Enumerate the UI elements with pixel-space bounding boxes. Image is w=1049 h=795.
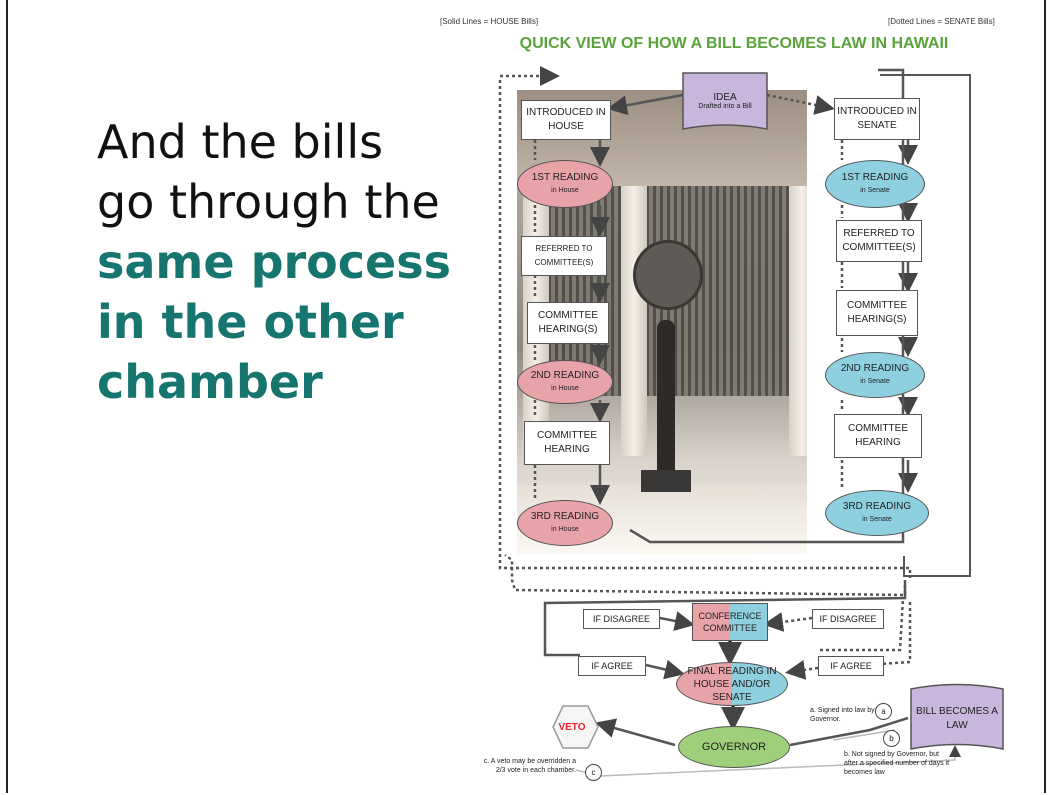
senate-if-disagree: IF DISAGREE <box>812 609 884 629</box>
legend-solid: [Solid Lines = HOUSE Bills] <box>440 17 539 26</box>
senate-hearing: COMMITTEE HEARING <box>834 414 922 458</box>
slide-frame <box>6 0 1046 793</box>
senate-reading-2-title: 2ND READING <box>840 363 910 374</box>
bill-becomes-law: BILL BECOMES A LAW <box>916 706 998 731</box>
house-reading-3: 3RD READING in House <box>517 500 613 546</box>
senate-reading-1-title: 1ST READING <box>841 172 909 183</box>
senate-if-agree: IF AGREE <box>818 656 884 676</box>
headline-accent-3: chamber <box>97 355 323 409</box>
senate-reading-3-title: 3RD READING <box>842 501 912 512</box>
house-reading-3-title: 3RD READING <box>530 511 600 522</box>
note-a: a. Signed into law by Governor. <box>810 707 875 723</box>
house-reading-1: 1ST READING in House <box>517 160 613 208</box>
senate-referred: REFERRED TO COMMITTEE(S) <box>836 220 922 262</box>
house-reading-2-sub: in House <box>551 385 579 392</box>
house-reading-1-title: 1ST READING <box>531 172 599 183</box>
veto-badge: VETO <box>558 721 586 733</box>
governor: GOVERNOR <box>678 726 790 768</box>
idea-title: IDEA <box>713 92 737 103</box>
label-c: c <box>585 764 602 781</box>
slide-headline: And the bills go through the same proces… <box>97 112 477 412</box>
legend-dotted: [Dotted Lines = SENATE Bills] <box>888 17 995 26</box>
senate-reading-2: 2ND READING in Senate <box>825 352 925 398</box>
house-if-disagree: IF DISAGREE <box>583 609 660 629</box>
house-introduced: INTRODUCED IN HOUSE <box>521 100 611 140</box>
senate-reading-1: 1ST READING in Senate <box>825 160 925 208</box>
senate-hearings: COMMITTEE HEARING(S) <box>836 290 918 336</box>
final-reading: FINAL READING IN HOUSE AND/OR SENATE <box>676 662 788 706</box>
house-reading-1-sub: in House <box>551 187 579 194</box>
idea-box: IDEA Drafted into a Bill <box>683 73 767 129</box>
headline-accent-2: in the other <box>97 295 404 349</box>
house-hearings: COMMITTEE HEARING(S) <box>527 302 609 344</box>
note-c: c. A veto may be overridden a 2/3 vote i… <box>483 758 576 774</box>
senate-reading-3: 3RD READING in Senate <box>825 490 929 536</box>
house-hearing: COMMITTEE HEARING <box>524 421 610 465</box>
house-reading-2-title: 2ND READING <box>530 370 600 381</box>
label-a: a <box>875 703 892 720</box>
headline-line-2: go through the <box>97 175 440 229</box>
senate-reading-2-sub: in Senate <box>860 378 890 385</box>
conference-committee: CONFERENCE COMMITTEE <box>692 603 768 641</box>
house-referred: REFERRED TO COMMITTEE(S) <box>521 236 607 276</box>
senate-introduced: INTRODUCED IN SENATE <box>834 98 920 140</box>
headline-line-1: And the bills <box>97 115 384 169</box>
headline-accent-1: same process <box>97 235 452 289</box>
house-if-agree: IF AGREE <box>578 656 646 676</box>
senate-reading-1-sub: in Senate <box>860 187 890 194</box>
label-b: b <box>883 730 900 747</box>
senate-reading-3-sub: in Senate <box>862 516 892 523</box>
idea-sub: Drafted into a Bill <box>698 103 752 110</box>
diagram-title: QUICK VIEW OF HOW A BILL BECOMES LAW IN … <box>519 35 949 52</box>
note-b: b. Not signed by Governor, but after a s… <box>844 751 950 776</box>
house-reading-3-sub: in House <box>551 526 579 533</box>
house-reading-2: 2ND READING in House <box>517 360 613 404</box>
